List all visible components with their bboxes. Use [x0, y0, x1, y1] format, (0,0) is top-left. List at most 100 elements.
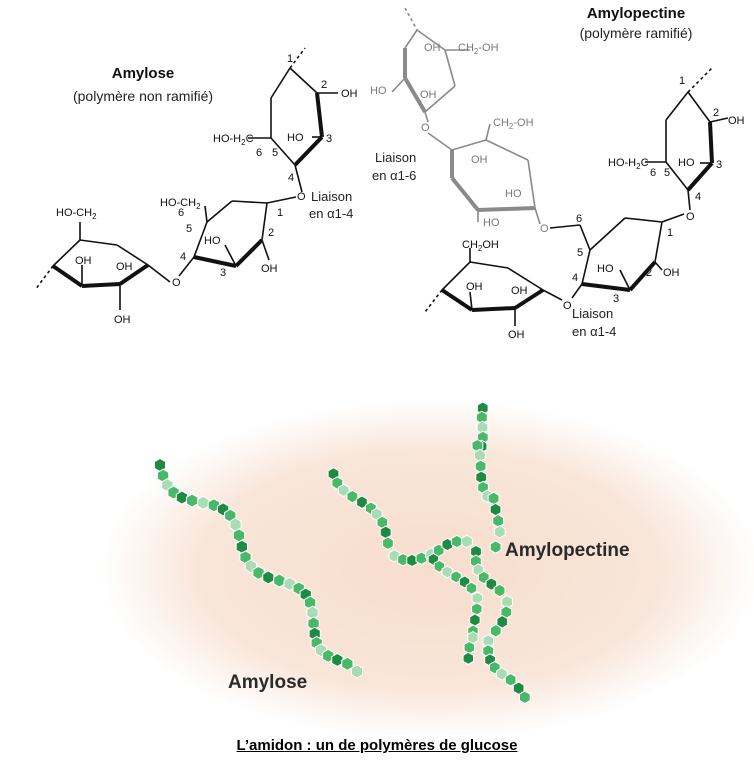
ring-bm-ch2oh: CH2-OH — [493, 117, 534, 131]
glucose-bead — [441, 565, 453, 579]
glucose-bead — [462, 651, 474, 665]
ring-branch-ho: HO — [370, 85, 387, 97]
pec-mid-c5: 5 — [577, 247, 583, 259]
ring-mid-c4: 4 — [180, 251, 186, 263]
amylopectine-structure: Amylopectine (polymère ramifié) OH CH2-O… — [370, 5, 745, 341]
glucose-bead — [382, 536, 394, 550]
glucose-bead — [504, 673, 517, 687]
glucose-bead — [487, 491, 500, 506]
ring-branch-oh: OH — [424, 42, 441, 54]
amylose-subtitle: (polymère non ramifié) — [73, 88, 213, 104]
ring-branch-o: O — [421, 122, 430, 134]
glucose-ring-top — [248, 47, 338, 193]
pec-top-c2: 2 — [713, 107, 719, 119]
amylopectine-branch-label-1: Liaison — [375, 150, 416, 165]
glucose-bead — [341, 656, 354, 671]
ring-branch-oh-inner: OH — [420, 89, 437, 101]
pec-mid-c1: 1 — [667, 227, 673, 239]
pec-mid-c2: 2 — [646, 267, 652, 279]
ring-bm-ho2: HO — [483, 217, 500, 229]
amylopectine-subtitle: (polymère ramifié) — [580, 25, 693, 41]
glucose-bead — [262, 570, 275, 585]
pec-mid-oh: OH — [663, 267, 680, 279]
ring-top-c2: 2 — [321, 79, 327, 91]
ring-top-c5: 5 — [272, 147, 278, 159]
ring-mid-glycosidic-o: O — [172, 277, 181, 289]
ring-mid-oh: OH — [261, 263, 278, 275]
glucose-bead — [356, 495, 368, 509]
glucose-bead — [489, 540, 502, 554]
bottom-amylose-label: Amylose — [228, 672, 307, 693]
ring-branch-ch2oh: CH2-OH — [458, 42, 499, 56]
pec-top-oh: OH — [728, 115, 745, 127]
glucose-bead — [493, 583, 506, 598]
figure-canvas: Amylose (polymère non ramifié) 1 2 OH 3 … — [34, 5, 754, 740]
glucose-ring-pectin-mid — [571, 213, 685, 299]
ring-mid-ho: HO — [204, 235, 221, 247]
ring-top-c1: 1 — [287, 53, 293, 65]
glucose-bead — [175, 490, 189, 505]
pec-top-c3: 3 — [716, 159, 722, 171]
glucose-ring-pectin-left — [424, 248, 563, 326]
ring-top-c4: 4 — [288, 172, 294, 184]
ring-left-ho-inner: OH — [116, 261, 133, 273]
glucose-bead — [252, 565, 265, 580]
glucose-bead — [273, 573, 286, 588]
glucose-bead — [207, 498, 220, 513]
amylopectine-title: Amylopectine — [587, 5, 685, 22]
pec-top-glycosidic-o: O — [686, 211, 695, 223]
glucose-bead — [471, 591, 483, 605]
glucose-bead — [450, 570, 462, 584]
ring-bm-oh: OH — [471, 154, 488, 166]
amylose-structure: Amylose (polymère non ramifié) 1 2 OH 3 … — [34, 47, 358, 326]
pec-left-oh-inner: OH — [466, 281, 483, 293]
ring-left-oh-inner: OH — [75, 255, 92, 267]
pec-top-c1: 1 — [679, 75, 685, 87]
pec-left-ch2oh: CH2OH — [462, 239, 499, 253]
pec-top-ho: HO — [678, 157, 695, 169]
ring-bm-ho: HO — [505, 188, 522, 200]
pec-top-ho-h2c: HO-H2C — [608, 157, 649, 171]
amylopectine-bond-label-2: en α1-4 — [572, 324, 616, 339]
glucose-bead — [475, 470, 488, 485]
pec-mid-c4: 4 — [572, 272, 578, 284]
ring-top-c3: 3 — [326, 133, 332, 145]
ring-mid-ho-ch2: HO-CH2 — [160, 197, 201, 211]
ring-top-c6: 6 — [256, 147, 262, 159]
glucose-bead — [493, 525, 506, 539]
glucose-bead — [465, 581, 478, 595]
background-glow — [100, 400, 754, 740]
bottom-amylopectine-label: Amylopectine — [505, 540, 630, 561]
ring-mid-c6: 6 — [178, 207, 184, 219]
glucose-bead — [489, 624, 502, 638]
glucose-bead — [346, 489, 359, 504]
branch-ch2-link — [549, 224, 591, 251]
glucose-bead — [232, 528, 246, 543]
glucose-bead — [474, 459, 487, 474]
ring-top-ho-h2c: HO-H2C — [213, 133, 254, 147]
ring-top-oh: OH — [341, 88, 358, 100]
glycosidic-oxygen: O — [297, 191, 306, 203]
glucose-bead — [496, 615, 509, 629]
glucose-ring-middle — [178, 196, 297, 277]
glucose-bead — [496, 667, 508, 681]
glucose-bead — [461, 534, 473, 549]
ring-main-c6: 6 — [576, 213, 582, 225]
glucose-bead — [512, 681, 525, 695]
amylopectine-branch-label-2: en α1-6 — [372, 168, 416, 183]
amylopectine-bond-label-1: Liaison — [572, 306, 613, 321]
ring-bm-o: O — [540, 223, 549, 235]
glucose-bead — [331, 652, 344, 667]
bead-illustration: Amylose Amylopectine — [100, 400, 754, 740]
glucose-bead — [463, 640, 475, 655]
glucose-bead — [322, 648, 335, 663]
glucose-bead — [388, 549, 401, 563]
glucose-ring-branch-mid — [427, 123, 541, 225]
pec-mid-ho: HO — [597, 263, 614, 275]
ring-mid-c5: 5 — [186, 223, 192, 235]
ring-mid-c1: 1 — [277, 207, 283, 219]
glucose-ring-pectin-top — [645, 67, 729, 211]
glucose-bead — [469, 613, 481, 627]
ring-mid-c2: 2 — [268, 227, 274, 239]
